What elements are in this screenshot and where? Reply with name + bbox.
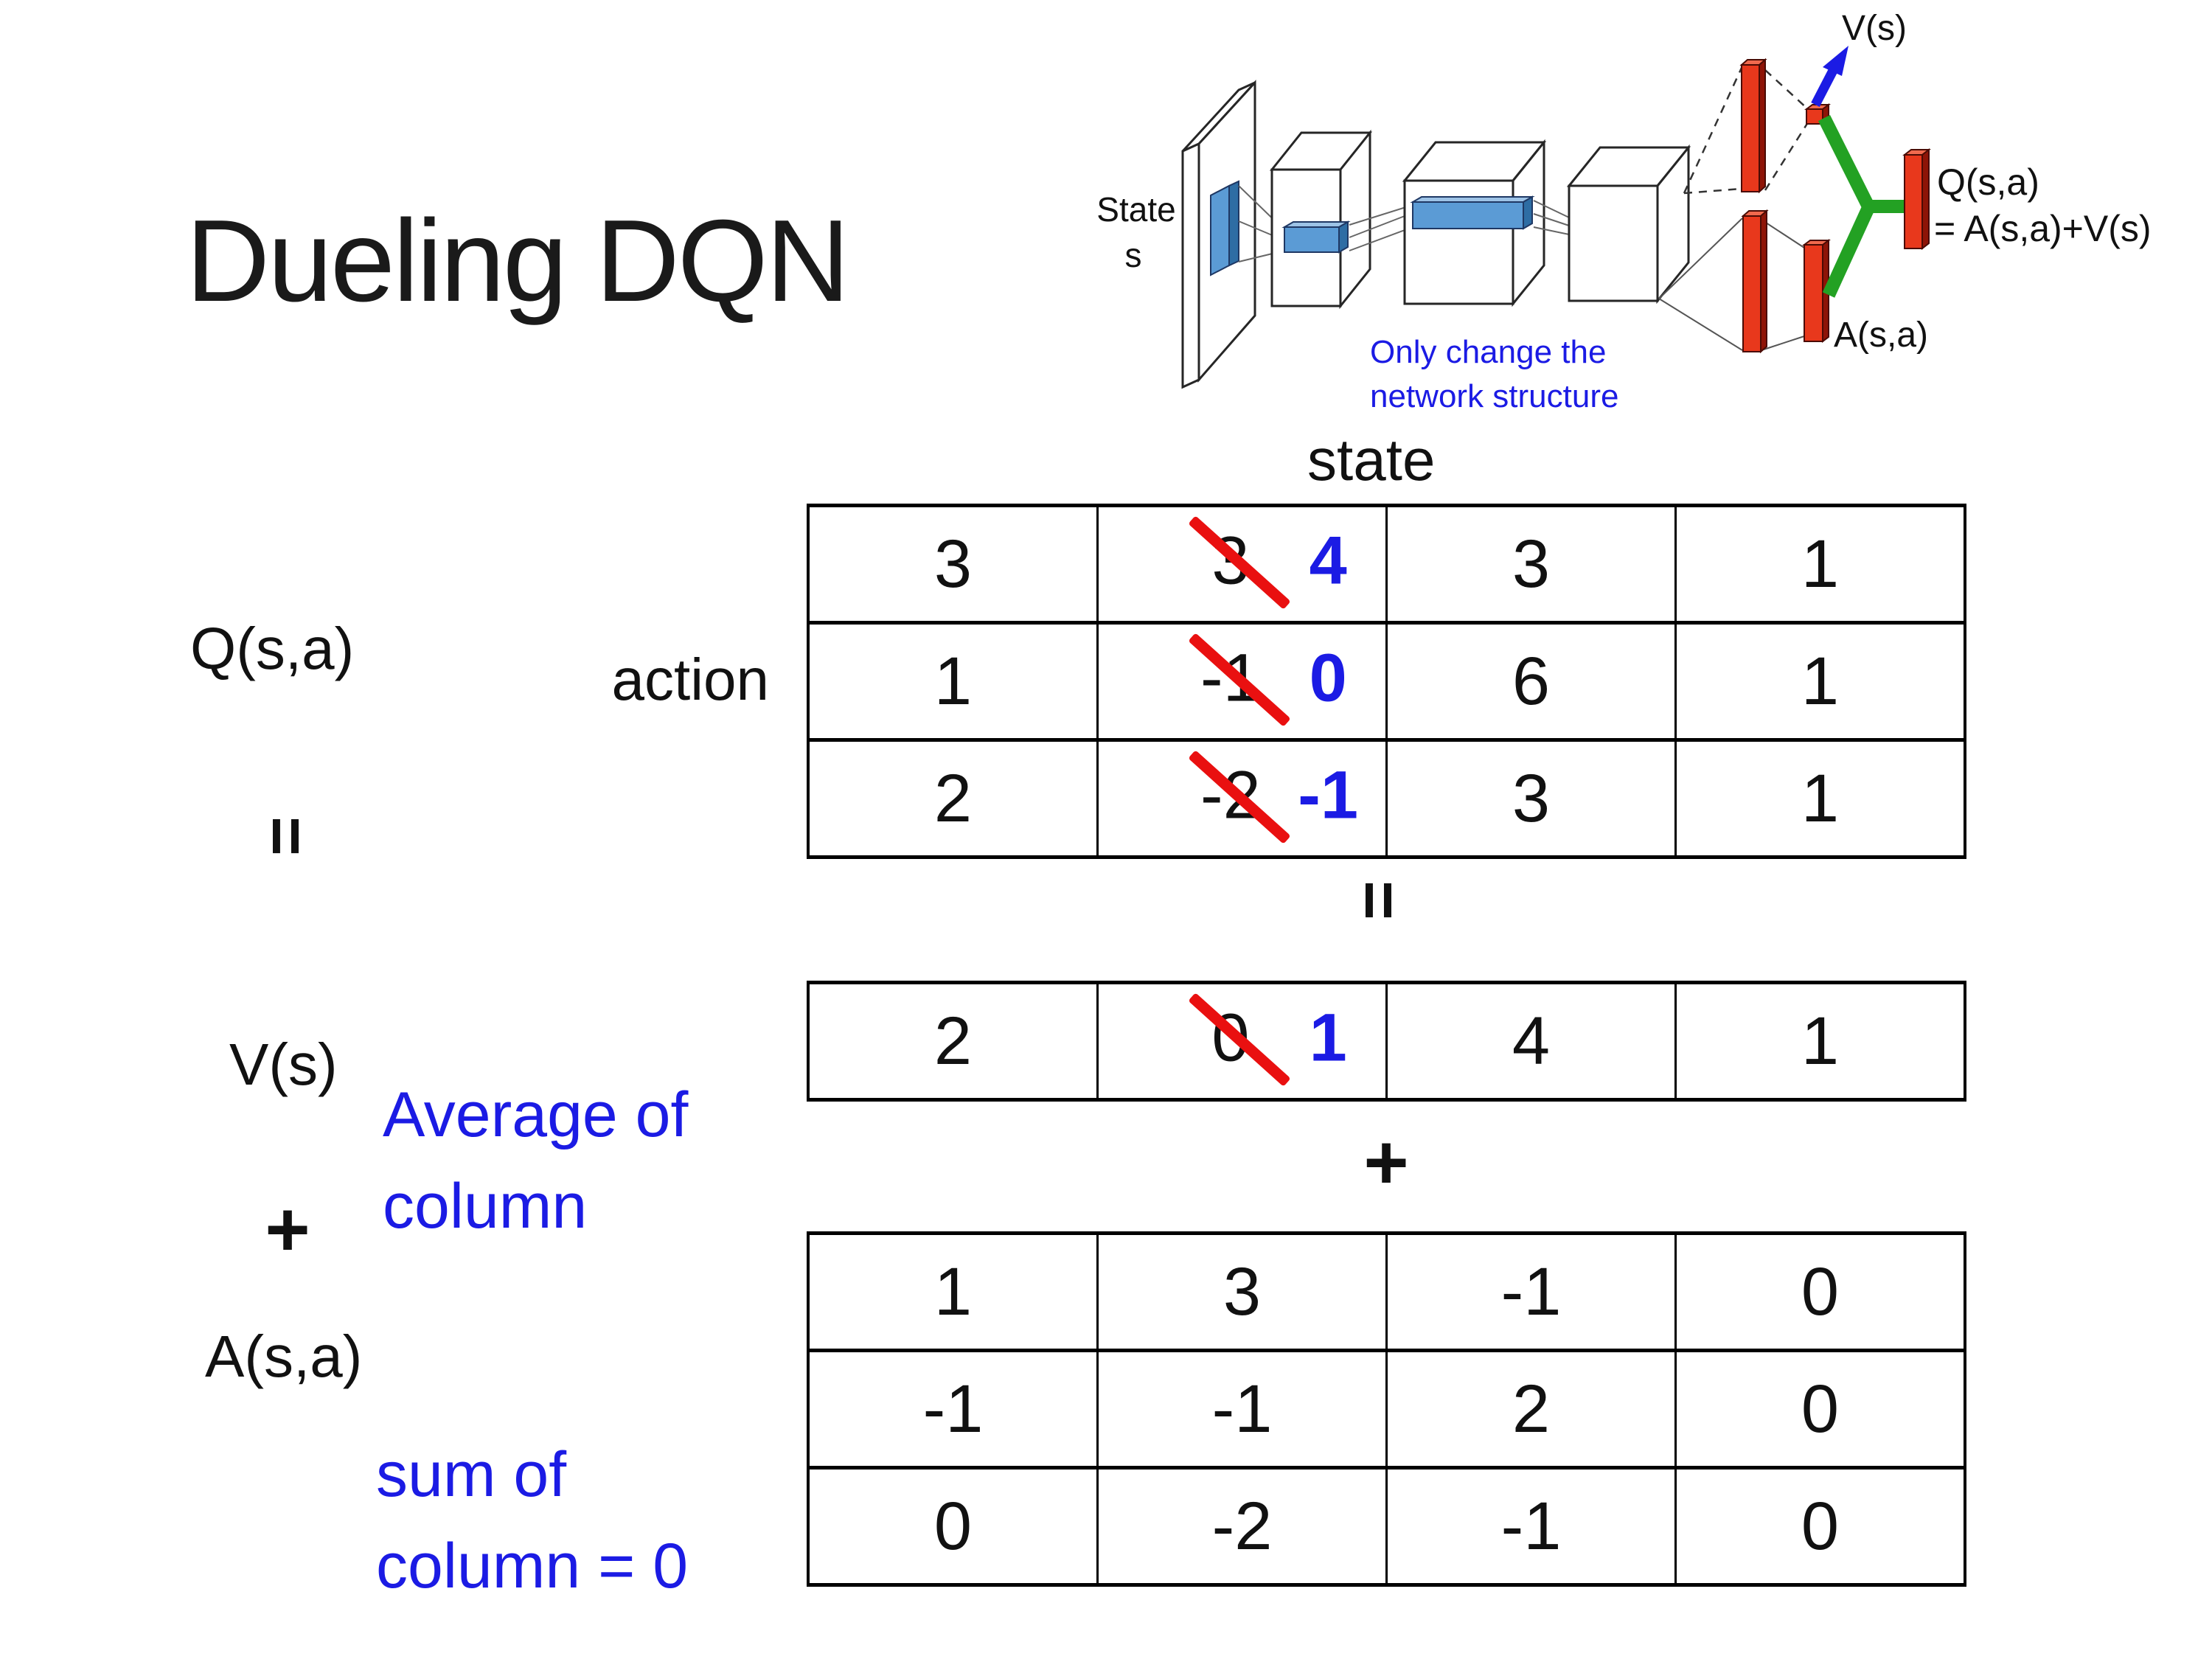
table-row: 3 3 4 3 1 — [807, 504, 1966, 625]
new-value: -1 — [1298, 757, 1359, 833]
q-cell: 1 — [1674, 504, 1966, 625]
a-note-line1: sum of — [376, 1439, 567, 1510]
a-note-line2: column = 0 — [376, 1531, 689, 1601]
v-cell: 1 — [1674, 981, 1966, 1102]
value-stream-bar — [1739, 58, 1767, 194]
a-cell: -1 — [1385, 1466, 1677, 1587]
q-output-label-line2: = A(s,a)+V(s) — [1934, 208, 2152, 249]
grid-plus-sign: + — [1363, 1119, 1409, 1206]
q-cell-updated: 3 4 — [1096, 504, 1388, 625]
q-cell: 1 — [1674, 621, 1966, 742]
a-cell: -1 — [1096, 1349, 1388, 1470]
q-output-label-line1: Q(s,a) — [1937, 161, 2039, 203]
network-note-line2: network structure — [1370, 378, 1618, 414]
v-cell-updated: 0 1 — [1096, 981, 1388, 1102]
v-cell: 4 — [1385, 981, 1677, 1102]
network-diagram: State s V(s) A(s,a) Q(s,a) = A(s,a)+V(s)… — [1096, 9, 2152, 414]
page-title: Dueling DQN — [186, 196, 850, 326]
action-label: action — [611, 647, 769, 712]
equation-v-label: V(s) — [229, 1032, 338, 1097]
table-row: -1 -1 2 0 — [807, 1349, 1966, 1470]
conv-layer-box-1 — [1269, 129, 1373, 310]
a-cell: 0 — [1674, 1349, 1966, 1470]
equation-q-label: Q(s,a) — [190, 616, 355, 681]
v-arrow-icon — [1811, 46, 1848, 107]
q-cell: 2 — [807, 738, 1099, 859]
q-table: 3 3 4 3 1 1 -1 0 6 1 2 — [807, 504, 1966, 859]
feature-map-long — [1410, 195, 1535, 230]
aggregate-junction — [1818, 114, 1906, 298]
v-note: Average of column — [383, 1069, 688, 1252]
fc-layer-box — [1566, 144, 1691, 305]
table-row: 2 -2 -1 3 1 — [807, 738, 1966, 859]
q-cell: 3 — [807, 504, 1099, 625]
q-cell-updated: -1 0 — [1096, 621, 1388, 742]
v-output-label: V(s) — [1842, 9, 1907, 48]
feature-map-small — [1281, 220, 1351, 254]
state-header: state — [1307, 427, 1436, 493]
a-cell: -1 — [1385, 1231, 1677, 1352]
a-table: 1 3 -1 0 -1 -1 2 0 0 -2 -1 0 — [807, 1231, 1966, 1587]
a-cell: 0 — [807, 1466, 1099, 1587]
new-value: 1 — [1309, 1000, 1347, 1076]
solid-connectors — [1658, 218, 1805, 351]
conv-patch-icon — [1210, 180, 1239, 276]
a-cell: 1 — [807, 1231, 1099, 1352]
v-cell: 2 — [807, 981, 1099, 1102]
q-cell: 6 — [1385, 621, 1677, 742]
q-cell: 3 — [1385, 738, 1677, 859]
a-note: sum of column = 0 — [376, 1429, 688, 1612]
advantage-stream-bar — [1741, 209, 1769, 354]
v-table: 2 0 1 4 1 — [807, 981, 1966, 1102]
equation-plus-sign: + — [265, 1186, 310, 1273]
q-cell: 3 — [1385, 504, 1677, 625]
new-value: 4 — [1309, 523, 1347, 599]
a-cell: -1 — [807, 1349, 1099, 1470]
grid-equals-sign: = — [1341, 880, 1416, 920]
v-note-line2: column — [383, 1171, 588, 1242]
table-row: 1 3 -1 0 — [807, 1231, 1966, 1352]
connector-fan-2 — [1349, 204, 1413, 251]
state-input-label-line1: State — [1096, 190, 1175, 229]
connector-fan-3 — [1533, 200, 1570, 235]
a-cell: 0 — [1674, 1231, 1966, 1352]
a-cell: 3 — [1096, 1231, 1388, 1352]
new-value: 0 — [1309, 640, 1347, 716]
equation-a-label: A(s,a) — [205, 1324, 363, 1389]
state-input-label-line2: s — [1125, 236, 1142, 274]
a-output-label: A(s,a) — [1834, 316, 1928, 355]
q-cell-updated: -2 -1 — [1096, 738, 1388, 859]
dashed-connectors — [1683, 67, 1809, 195]
equation-equals-sign: = — [248, 816, 324, 856]
a-cell: -2 — [1096, 1466, 1388, 1587]
table-row: 1 -1 0 6 1 — [807, 621, 1966, 742]
table-row: 2 0 1 4 1 — [807, 981, 1966, 1102]
table-row: 0 -2 -1 0 — [807, 1466, 1966, 1587]
q-cell: 1 — [807, 621, 1099, 742]
q-output-bar — [1902, 147, 1931, 251]
q-cell: 1 — [1674, 738, 1966, 859]
v-note-line1: Average of — [383, 1079, 689, 1150]
network-note-line1: Only change the — [1370, 334, 1606, 370]
a-cell: 0 — [1674, 1466, 1966, 1587]
a-cell: 2 — [1385, 1349, 1677, 1470]
